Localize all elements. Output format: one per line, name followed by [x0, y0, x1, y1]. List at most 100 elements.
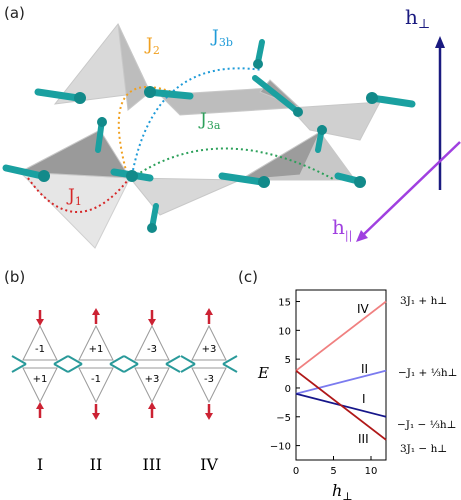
spin-arrow [2, 164, 46, 180]
state-top-value: -1 [35, 344, 45, 355]
spin-arrow [11, 355, 27, 365]
x-tick-label: 0 [293, 466, 299, 477]
h-parallel-arrow [361, 141, 461, 237]
spin-arrow [255, 39, 265, 65]
tetrahedron [18, 129, 131, 179]
state-top-value: +1 [89, 344, 104, 355]
spin-arrowhead [92, 413, 100, 420]
spin-arrow [53, 363, 69, 373]
j1-label: J1 [66, 186, 82, 208]
spin-arrowhead [36, 402, 44, 409]
panel-a: (a) J1 J2 J3b J3a [2, 4, 461, 249]
y-tick-label: −10 [270, 442, 291, 453]
spin-arrow [123, 363, 139, 373]
state-roman-label: III [143, 455, 162, 474]
plot-frame [295, 289, 387, 461]
triangle [22, 367, 58, 404]
panel-c-label: (c) [238, 268, 258, 286]
j3b-label: J3b [210, 27, 233, 49]
spin-head [258, 176, 270, 188]
state-bottom-value: +1 [33, 374, 48, 385]
spin-arrow [218, 172, 266, 186]
x-tick-label: 10 [365, 466, 378, 477]
coupling-j1-path [27, 177, 129, 213]
spin-head [366, 92, 378, 104]
spin-arrow-heads [38, 59, 378, 233]
energy-line-iii [295, 369, 387, 441]
spin-arrow [109, 363, 125, 373]
coupling-j3b-path [131, 67, 263, 176]
h-parallel-label: h|| [332, 215, 352, 243]
y-tick-label: 5 [285, 355, 291, 366]
spin-arrow [53, 355, 69, 365]
j2-label: J2 [144, 35, 160, 57]
spin-arrow [67, 355, 83, 365]
roman-label-iii: III [358, 432, 369, 446]
state-1: -1+1I [11, 310, 69, 474]
spin-arrow [165, 363, 181, 373]
energy-line-ii [295, 369, 387, 395]
expr-iii: 3J₁ − h⊥ [400, 443, 447, 455]
state-4: +3 -3IV [180, 308, 238, 474]
state-bottom-value: -1 [91, 374, 101, 385]
spin-head [38, 170, 50, 182]
triangle [134, 367, 170, 404]
y-tick-label: 0 [285, 384, 291, 395]
spin-head [147, 223, 157, 233]
panel-a-label: (a) [4, 4, 25, 22]
plot-lines [295, 300, 387, 441]
h-parallel-arrowhead [356, 230, 368, 242]
h-perp-label: h⊥ [405, 5, 430, 32]
state-top-value: +3 [202, 344, 217, 355]
roman-label-i: I [362, 392, 366, 406]
spin-arrowhead [205, 308, 213, 315]
spin-arrow [67, 363, 83, 373]
x-tick-label: 5 [330, 466, 336, 477]
h-perp-arrowhead [435, 36, 445, 48]
y-tick-label: −5 [276, 413, 291, 424]
spin-arrow [165, 355, 181, 365]
spin-head [74, 92, 86, 104]
spin-arrowhead [92, 308, 100, 315]
spin-arrow [222, 355, 238, 365]
spin-head [293, 107, 303, 117]
y-axis-label: E [257, 364, 269, 382]
spin-arrow [180, 363, 196, 373]
triangle [134, 324, 170, 361]
state-2: +1 -1II [67, 308, 125, 474]
x-axis-label: h⊥ [332, 481, 353, 500]
tetrahedron [239, 130, 322, 181]
spin-head [144, 86, 156, 98]
spin-head [317, 125, 327, 135]
spin-arrow [368, 94, 416, 108]
tetrahedron [288, 101, 381, 141]
spin-arrow [222, 363, 238, 373]
spin-arrow [34, 88, 82, 102]
energy-line-iv [295, 300, 387, 372]
spin-arrow [252, 75, 301, 115]
roman-label-ii: II [361, 362, 368, 376]
coupling-j2-path [117, 86, 181, 179]
state-roman-label: II [90, 455, 103, 474]
triangle [191, 324, 227, 361]
j3a-label: J3a [198, 110, 221, 132]
coupling-j3a-path [131, 147, 336, 181]
state-roman-label: IV [200, 455, 218, 474]
triangle [78, 324, 114, 361]
tetrahedron [117, 23, 151, 111]
spin-arrowhead [148, 319, 156, 326]
triangle [78, 367, 114, 404]
y-tick-label: 10 [278, 326, 291, 337]
spin-head [253, 59, 263, 69]
spin-arrow [123, 355, 139, 365]
state-bottom-value: -3 [204, 374, 214, 385]
expr-ii: −J₁ + ⅓h⊥ [398, 367, 458, 379]
panel-b-label: (b) [4, 268, 25, 286]
state-top-value: -3 [147, 344, 157, 355]
spin-arrow [11, 363, 27, 373]
spin-head [354, 176, 366, 188]
